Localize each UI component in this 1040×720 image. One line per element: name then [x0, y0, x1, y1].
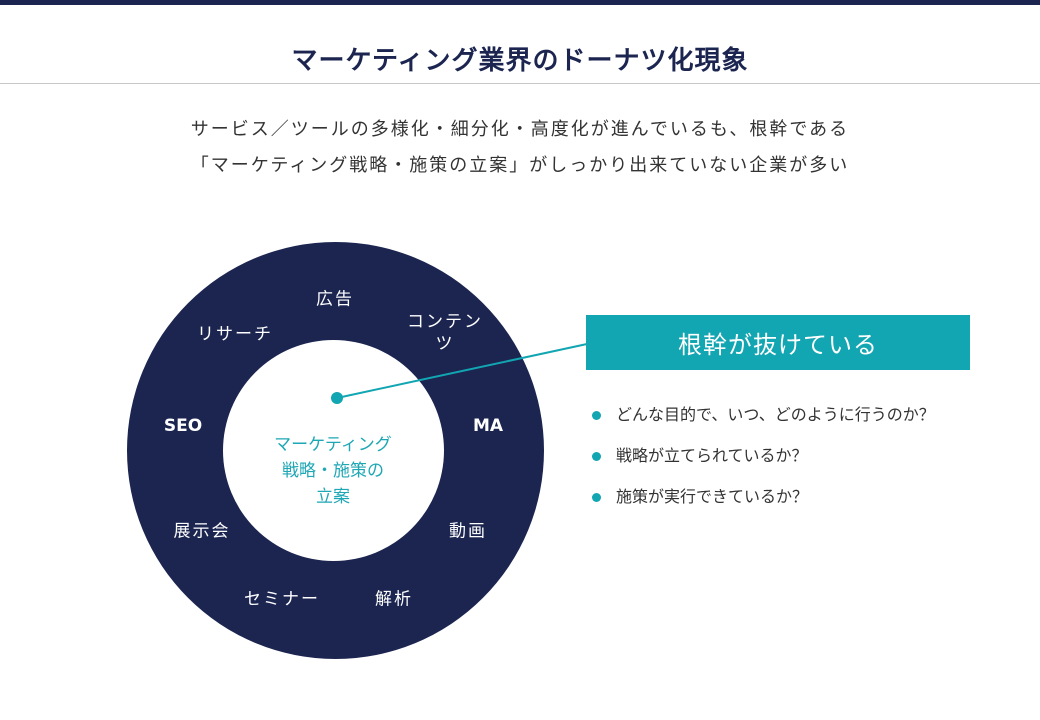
bullet-item: 施策が実行できているか？	[590, 484, 935, 525]
donut-hole	[223, 340, 444, 561]
ring-label-seminar: セミナー	[244, 589, 320, 610]
bullet-dot-icon	[592, 411, 601, 420]
ring-label-content: コンテンツ	[407, 312, 483, 354]
ring-label-analysis: 解析	[375, 589, 413, 610]
ring-label-ad: 広告	[316, 289, 354, 310]
center-line-1: マーケティング	[274, 435, 392, 455]
page-title: マーケティング業界のドーナツ化現象	[291, 46, 749, 76]
ring-label-exhibition: 展示会	[173, 521, 231, 542]
subtitle-line-1: サービス／ツールの多様化・細分化・高度化が進んでいるも、根幹である	[190, 119, 850, 140]
bullet-text: 戦略が立てられているか？	[616, 446, 808, 465]
center-line-3: 立案	[316, 487, 350, 507]
bullet-dot-icon	[592, 452, 601, 461]
subtitle-line-2: 「マーケティング戦略・施策の立案」がしっかり出来ていない企業が多い	[190, 155, 850, 176]
bullet-dot-icon	[592, 493, 601, 502]
donut-center-text: マーケティング 戦略・施策の 立案	[253, 432, 413, 510]
callout-bullet-list: どんな目的で、いつ、どのように行うのか？ 戦略が立てられているか？ 施策が実行で…	[590, 402, 935, 525]
bullet-text: 施策が実行できているか？	[616, 487, 809, 506]
callout-label: 根幹が抜けている	[678, 331, 878, 359]
center-line-2: 戦略・施策の	[282, 461, 384, 481]
connector-dot	[331, 392, 343, 404]
ring-label-ma: MA	[472, 416, 504, 436]
bullet-item: 戦略が立てられているか？	[590, 443, 935, 484]
callout-box: 根幹が抜けている	[586, 315, 970, 370]
ring-label-seo: SEO	[163, 416, 203, 436]
connector-line	[336, 343, 588, 399]
top-accent-bar	[0, 0, 1040, 5]
title-divider	[0, 83, 1040, 84]
bullet-item: どんな目的で、いつ、どのように行うのか？	[590, 402, 935, 443]
ring-label-video: 動画	[449, 521, 487, 542]
ring-label-research: リサーチ	[197, 324, 273, 345]
bullet-text: どんな目的で、いつ、どのように行うのか？	[616, 405, 935, 424]
